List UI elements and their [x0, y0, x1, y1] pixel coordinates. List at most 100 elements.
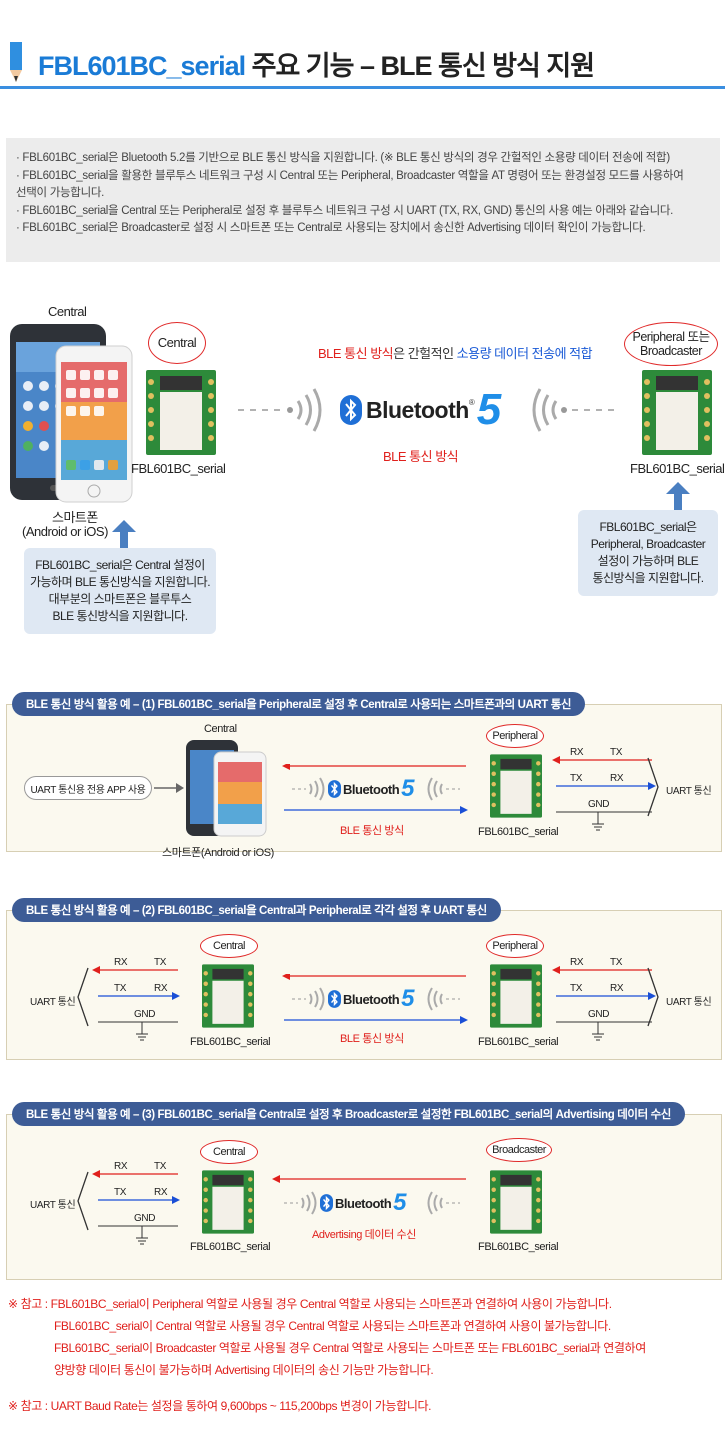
uart-label: UART 통신 — [30, 997, 76, 1008]
brace-left-icon — [77, 967, 89, 1027]
callout-line: Peripheral, Broadcaster — [590, 537, 706, 551]
bluetooth5-logo: Bluetooth 5 — [328, 985, 415, 1012]
smartphone-image — [186, 740, 267, 837]
bluetooth-icon — [340, 395, 362, 425]
example2-section — [6, 910, 722, 1060]
uart-label: UART 통신 — [666, 997, 712, 1008]
ex1-central-label: Central — [204, 723, 237, 735]
ble-module-image — [146, 370, 216, 455]
signal-left-icon — [292, 987, 325, 1011]
ex2-central-circle: Central — [200, 934, 258, 958]
arrow-right-icon — [154, 783, 184, 793]
right-module-label: FBL601BC_serial — [630, 461, 725, 476]
gnd-label: GND — [588, 1009, 610, 1020]
ble-module-image — [490, 754, 542, 818]
bluetooth-icon — [328, 990, 341, 1008]
ex3-adv-label: Advertising 데이터 수신 — [312, 1229, 416, 1241]
tx-label: TX — [610, 747, 622, 758]
smartphone-image — [10, 324, 133, 503]
bluetooth-five: 5 — [401, 985, 415, 1012]
note-line: · FBL601BC_serial을 Central 또는 Peripheral… — [16, 204, 674, 217]
note-line: 선택이 가능합니다. — [16, 187, 105, 199]
tx-label: TX — [570, 773, 582, 784]
arrow-up-icon — [112, 520, 136, 548]
brace-right-icon — [647, 757, 659, 817]
note-line: FBL601BC_serial이 Peripheral 역할로 사용될 경우 C… — [50, 1297, 612, 1311]
footer-notes: ※ 참고 : FBL601BC_serial이 Peripheral 역할로 사… — [8, 1293, 646, 1417]
signal-right-icon — [427, 777, 460, 801]
bluetooth-word: Bluetooth — [366, 396, 469, 423]
ex3-central-circle: Central — [200, 1140, 258, 1164]
note-line: · FBL601BC_serial은 Broadcaster로 설정 시 스마트… — [16, 222, 646, 234]
example1-title: BLE 통신 방식 활용 예 – (1) FBL601BC_serial을 Pe… — [12, 692, 586, 716]
signal-left-icon — [238, 388, 322, 432]
note-line: 양방향 데이터 통신이 불가능하며 Advertising 데이터의 송신 기능… — [54, 1363, 434, 1377]
uart-app-pill: UART 통신용 전용 APP 사용 — [24, 776, 152, 800]
note-line: · FBL601BC_serial을 활용한 블루투스 네트워크 구성 시 Ce… — [16, 169, 684, 182]
smartphone-label: 스마트폰 — [52, 510, 98, 525]
bluetooth5-logo: Bluetooth 5 — [320, 1189, 407, 1216]
ble-module-image — [642, 370, 712, 455]
ex3-broadcaster-circle: Broadcaster — [486, 1138, 552, 1162]
signal-left-icon — [292, 777, 325, 801]
bluetooth-five: 5 — [393, 1189, 407, 1216]
note-prefix: ※ 참고 : — [8, 1297, 51, 1311]
headline-blue: 소용량 데이터 전송에 적합 — [456, 346, 593, 361]
smartphone-os-label: (Android or iOS) — [22, 524, 108, 539]
uart-label: UART 통신 — [666, 786, 712, 797]
ex1-module-label: FBL601BC_serial — [478, 826, 559, 838]
callout-line: 대부분의 스마트폰은 블루투스 — [48, 592, 192, 606]
ex3-right-module-label: FBL601BC_serial — [478, 1241, 559, 1253]
arrow-up-icon — [666, 482, 690, 510]
signal-right-icon — [427, 987, 460, 1011]
rx-label: RX — [154, 1187, 168, 1198]
ex1-ble-label: BLE 통신 방식 — [340, 825, 404, 837]
right-callout: FBL601BC_serial은 Peripheral, Broadcaster… — [578, 510, 718, 596]
baud-note: ※ 참고 : UART Baud Rate는 설정을 통하여 9,600bps … — [8, 1399, 432, 1413]
signal-right-icon — [427, 1191, 460, 1215]
note-line: · FBL601BC_serial은 Bluetooth 5.2를 기반으로 B… — [16, 152, 670, 164]
ble-module-image — [202, 1170, 254, 1234]
tx-label: TX — [154, 1161, 166, 1172]
central-circle: Central — [148, 322, 206, 364]
title-product: FBL601BC_serial — [38, 51, 246, 81]
ex1-phone-label: 스마트폰(Android or iOS) — [162, 847, 274, 859]
bluetooth-icon — [320, 1194, 333, 1212]
example2-title: BLE 통신 방식 활용 예 – (2) FBL601BC_serial을 Ce… — [12, 898, 501, 922]
notes-box: · FBL601BC_serial은 Bluetooth 5.2를 기반으로 B… — [6, 138, 720, 262]
pencil-icon — [10, 42, 22, 82]
ex1-peripheral-circle: Peripheral — [486, 724, 544, 748]
title-text: 주요 기능 – BLE 통신 방식 지원 — [245, 51, 595, 81]
bluetooth-five: 5 — [401, 775, 415, 802]
example1-section — [6, 704, 722, 852]
bluetooth5-logo: Bluetooth 5 — [328, 775, 415, 802]
rx-label: RX — [570, 957, 584, 968]
signal-left-icon — [284, 1191, 317, 1215]
headline-red: BLE 통신 방식 — [318, 346, 394, 361]
rx-label: RX — [154, 983, 168, 994]
bluetooth-word: Bluetooth — [335, 1195, 392, 1211]
left-callout: FBL601BC_serial은 Central 설정이 가능하며 BLE 통신… — [24, 548, 216, 634]
tx-label: TX — [114, 1187, 126, 1198]
callout-line: FBL601BC_serial은 Central 설정이 — [35, 558, 205, 572]
callout-line: 가능하며 BLE 통신방식을 지원합니다. — [29, 575, 211, 589]
rx-label: RX — [570, 747, 584, 758]
bluetooth-word: Bluetooth — [343, 991, 400, 1007]
ex3-adv-arrow — [272, 1175, 466, 1183]
ex2-ble-label: BLE 통신 방식 — [340, 1033, 404, 1045]
headline-mid: 은 간헐적인 — [393, 346, 457, 361]
ex3-left-module-label: FBL601BC_serial — [190, 1241, 271, 1253]
ex2-right-module-label: FBL601BC_serial — [478, 1036, 559, 1048]
uart-wiring — [552, 756, 656, 831]
brace-right-icon — [647, 967, 659, 1027]
bluetooth-word: Bluetooth — [343, 781, 400, 797]
ble-headline: BLE 통신 방식은 간헐적인 소용량 데이터 전송에 적합 — [318, 343, 593, 362]
rx-label: RX — [114, 1161, 128, 1172]
example3-title: BLE 통신 방식 활용 예 – (3) FBL601BC_serial을 Ce… — [12, 1102, 685, 1126]
ex2-link-arrows — [282, 974, 468, 1024]
note-line: FBL601BC_serial이 Central 역할로 사용될 경우 Cent… — [54, 1319, 611, 1333]
note-line: FBL601BC_serial이 Broadcaster 역할로 사용될 경우 … — [54, 1341, 646, 1355]
callout-line: FBL601BC_serial은 — [599, 520, 697, 534]
tx-label: TX — [610, 957, 622, 968]
